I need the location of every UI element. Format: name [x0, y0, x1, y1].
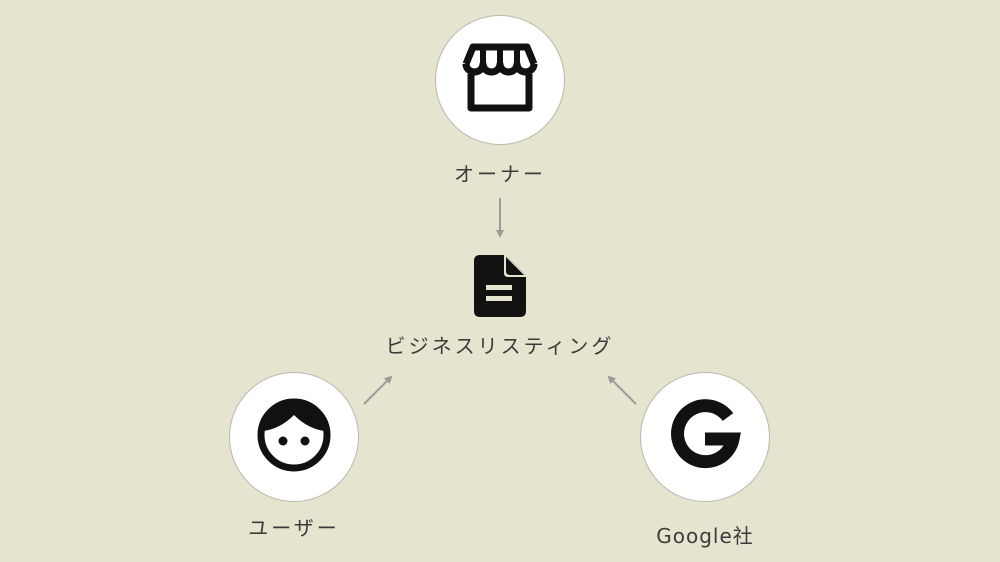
owner-label: オーナー: [454, 162, 546, 186]
arrow-user-to-listing: [363, 375, 393, 405]
owner-node: [435, 15, 565, 145]
user-node: [229, 372, 359, 502]
google-node: [640, 372, 770, 502]
storefront-icon: [460, 42, 540, 118]
user-label: ユーザー: [248, 516, 340, 540]
listing-label: ビジネスリスティング: [385, 334, 615, 358]
face-icon: [256, 397, 332, 477]
arrow-google-to-listing: [607, 375, 637, 405]
google-g-icon: [669, 399, 741, 475]
document-icon: [474, 255, 526, 321]
google-label: Google社: [656, 524, 754, 548]
